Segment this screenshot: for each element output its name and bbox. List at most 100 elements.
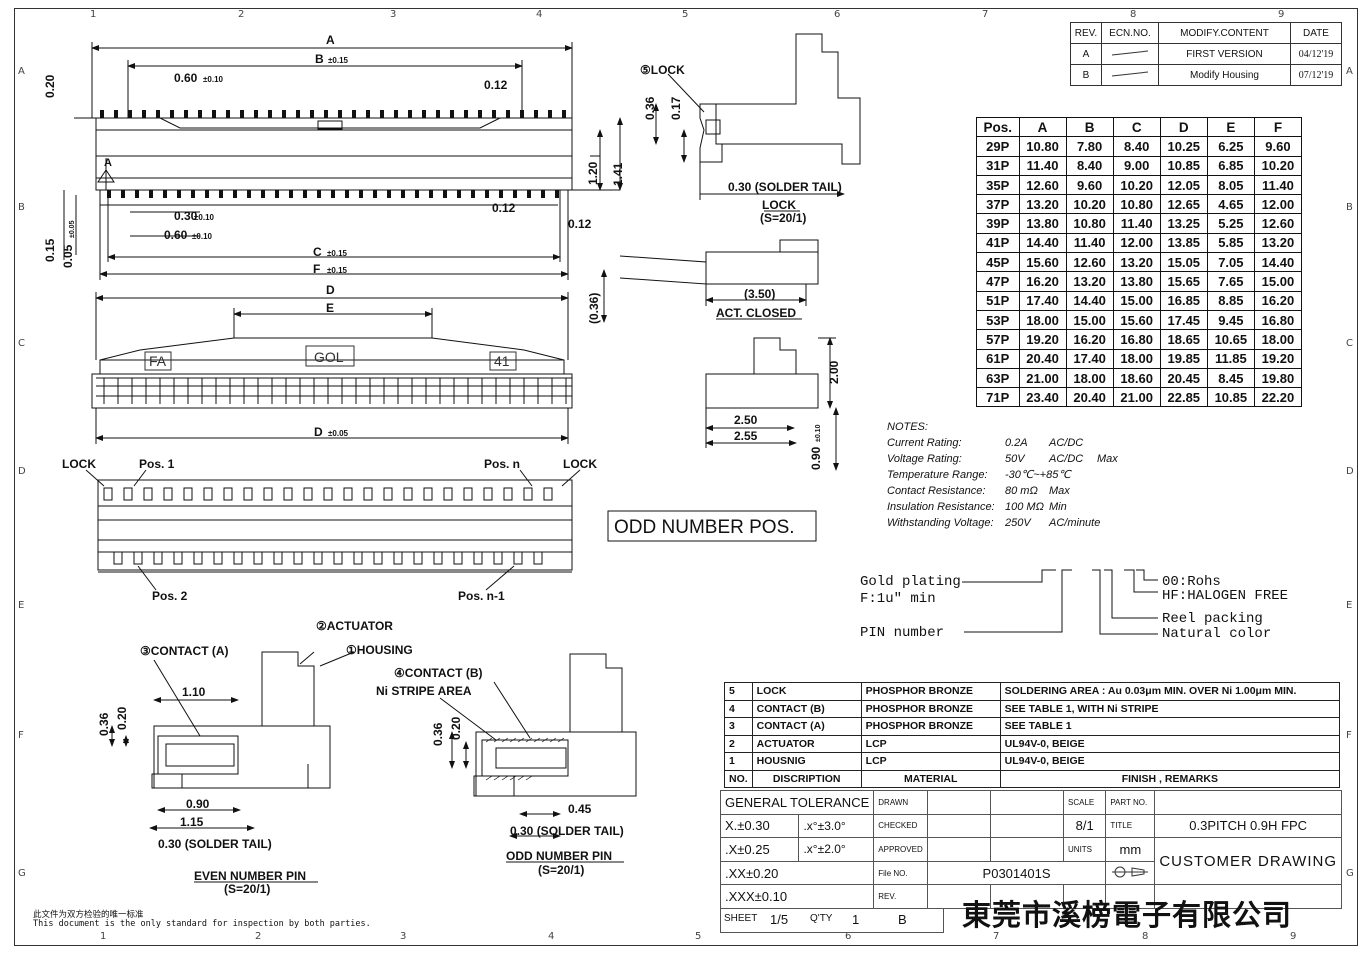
pos-cell: 51P [976, 290, 1020, 311]
grid-col-label: 1 [100, 931, 107, 942]
dim-cell: 18.00 [1112, 348, 1161, 369]
dim-cell: 18.00 [1253, 329, 1303, 350]
dim-020-label: 0.20 [43, 74, 57, 98]
dim-cell: 5.85 [1206, 232, 1255, 254]
lock-dim-036: 0.36 [643, 96, 657, 120]
units-value: mm [1105, 837, 1156, 862]
dim-cell: 20.40 [1018, 348, 1067, 369]
units-label: UNITS [1063, 837, 1107, 862]
even-dim-090: 0.90 [186, 797, 210, 811]
footer-cn: 此文件为双方检验的唯一标准 [33, 910, 144, 920]
fa-box [144, 351, 172, 371]
grid-col-label: 2 [238, 9, 245, 20]
col-d-header: D [1159, 116, 1208, 138]
dim-cell: 13.25 [1159, 213, 1208, 234]
note-label: Temperature Range: [887, 469, 988, 481]
revision-table: REV. ECN.NO. MODIFY.CONTENT DATE A FIRST… [1070, 22, 1342, 86]
col-f-header: F [1253, 116, 1303, 138]
lock-dim-017: 0.17 [669, 96, 683, 120]
dim-cell: 6.85 [1206, 155, 1255, 176]
file-no-value: P0301401S [926, 860, 1107, 886]
dim-cell: 13.85 [1159, 232, 1208, 254]
note-extra: AC/minute [1049, 517, 1101, 529]
dim-cell: 22.85 [1159, 387, 1208, 408]
notes-title: NOTES: [887, 421, 928, 433]
bom-material-header: MATERIAL [860, 769, 1001, 788]
dim-120-label: 1.20 [586, 161, 600, 185]
odd-dim-036: 0.36 [431, 722, 445, 746]
dim-cell: 18.60 [1112, 367, 1161, 389]
projection-symbol [1105, 860, 1156, 886]
dim-cell: 8.40 [1112, 136, 1161, 157]
dim-cell: 22.20 [1253, 387, 1303, 408]
dim-b-tol: ±0.15 [328, 56, 349, 65]
approved-label: APPROVED [873, 837, 928, 862]
dim-060b-label: 0.60 [164, 228, 188, 242]
lock-callout: ⑤LOCK [640, 63, 685, 77]
odd-pin-scale: (S=20/1) [538, 863, 584, 877]
dim-cell: 13.20 [1253, 232, 1303, 254]
dim-cell: 9.45 [1206, 309, 1255, 331]
ni-stripe-hatch [485, 737, 565, 781]
grid-row-label: A [18, 66, 25, 77]
dim-cell: 15.60 [1112, 309, 1161, 331]
gol-box [305, 345, 355, 367]
dim-cell: 9.60 [1253, 136, 1303, 157]
col-b-header: B [1065, 116, 1114, 138]
dim-cell: 13.80 [1112, 271, 1161, 292]
grid-col-label: 3 [400, 931, 407, 942]
dim-cell: 12.65 [1159, 194, 1208, 215]
dim-cell: 15.60 [1018, 252, 1067, 273]
bom-desc: HOUSNIG [751, 752, 862, 771]
dim-cell: 12.60 [1065, 252, 1114, 273]
file-no-label: File NO. [873, 860, 928, 886]
dim-cell: 8.40 [1065, 155, 1114, 176]
halogen-label: HF:HALOGEN FREE [1162, 588, 1289, 604]
odd-number-pos-label: ODD NUMBER POS. [614, 517, 795, 538]
dim-b-label: B [315, 52, 324, 66]
odd-dim-030: 0.30 (SOLDER TAIL) [510, 824, 624, 838]
bom-material: PHOSPHOR BRONZE [860, 699, 1001, 718]
note-line: Temperature Range:-30℃~+85℃ [887, 467, 1149, 483]
qty-label: Q'TY [810, 913, 833, 924]
act-dim-036: (0.36) [587, 293, 601, 324]
general-tolerance: GENERAL TOLERANCE [719, 790, 875, 815]
bom-no: 1 [724, 752, 753, 771]
dim-cell: 11.40 [1253, 174, 1303, 196]
grid-row-label: B [18, 202, 25, 213]
grid-col-label: 4 [536, 9, 543, 20]
projection-icon [1112, 866, 1149, 878]
dim-cell: 18.00 [1018, 309, 1067, 331]
bom-material: LCP [860, 734, 1001, 753]
dim-cell: 9.00 [1112, 155, 1161, 176]
note-value: 50V [1005, 453, 1025, 465]
dim-cell: 21.00 [1018, 367, 1067, 389]
dim-005-label: 0.05 [61, 244, 75, 268]
dim-cell: 15.00 [1065, 309, 1114, 331]
bom-no: 3 [724, 717, 753, 736]
gold-thickness-label: F:1u" min [860, 591, 936, 607]
dim-060-tol: ±0.10 [203, 75, 224, 84]
lock-scale: (S=20/1) [760, 211, 806, 225]
content-cell: Modify Housing [1158, 64, 1291, 86]
grid-row-label: C [18, 338, 25, 349]
dim-cell: 15.05 [1159, 252, 1208, 273]
dim-060b-tol: ±0.10 [192, 232, 213, 241]
dim-cell: 8.85 [1206, 290, 1255, 311]
rev-value: B [898, 912, 907, 927]
tol-xxxx: .XXX±0.10 [719, 884, 875, 909]
dim-cell: 11.40 [1112, 213, 1161, 234]
title-label: TITLE [1105, 813, 1156, 839]
pin-row-top [100, 110, 566, 118]
grid-col-label: 9 [1278, 9, 1285, 20]
bom-material: PHOSPHOR BRONZE [860, 682, 1001, 701]
dim-cell: 18.65 [1159, 329, 1208, 350]
grid-col-label: 8 [1130, 9, 1137, 20]
pos-header: Pos. [976, 116, 1020, 138]
